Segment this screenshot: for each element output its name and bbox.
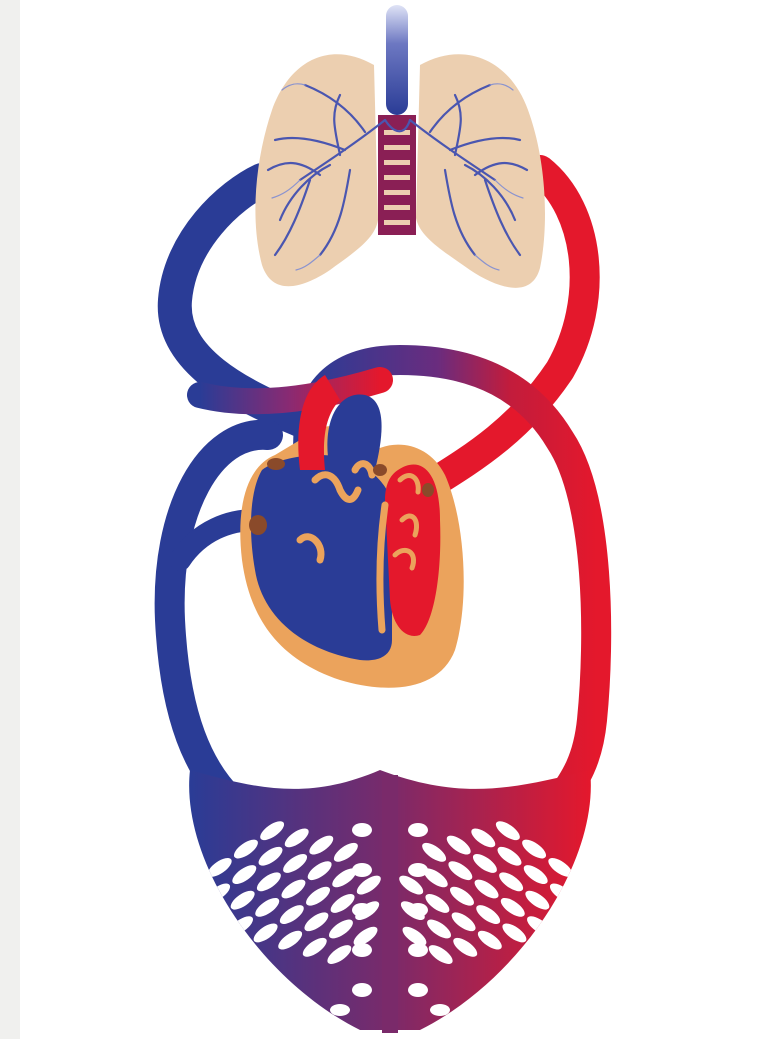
valve-node-right [422,483,434,497]
lungs-icon [255,5,545,288]
diagram-frame [20,0,759,1039]
pulmonary-trunk [327,394,381,470]
av-node-left [249,515,267,535]
sa-node [267,458,285,470]
circulatory-system-diagram [20,0,759,1039]
capillary-network-icon [189,770,591,1033]
capillary-trunk [382,775,398,1033]
valve-node [373,464,387,476]
